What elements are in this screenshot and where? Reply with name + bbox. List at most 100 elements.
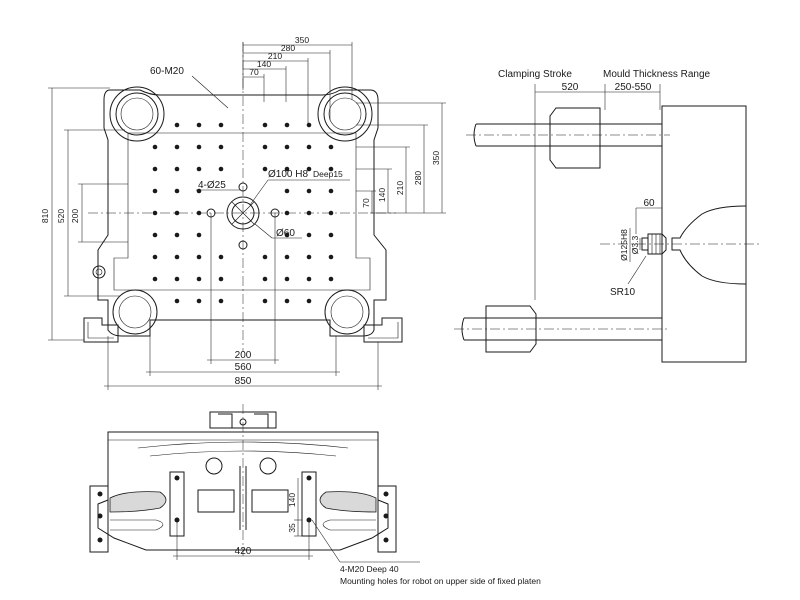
m20-hole (174, 166, 180, 172)
dim-60: 60 (643, 198, 655, 209)
m20-hole (306, 122, 312, 128)
dim-d125h8: Ø125H8 (619, 229, 629, 261)
m20-hole (284, 232, 290, 238)
dim-right-210: 210 (395, 181, 405, 195)
m20-hole (306, 188, 312, 194)
central-bore (226, 196, 260, 230)
m20-hole (306, 166, 312, 172)
front-view: 350 280 210 140 70 350 280 210 140 70 (40, 35, 446, 390)
m20-hole (152, 254, 158, 260)
m20-hole (196, 144, 202, 150)
m20-hole (284, 298, 290, 304)
m20-hole (196, 254, 202, 260)
m20-hole (328, 166, 334, 172)
dim-width-560: 560 (235, 362, 252, 373)
dim-right-70: 70 (361, 198, 371, 208)
m20-hole (152, 144, 158, 150)
tie-bar-top-left (109, 86, 165, 142)
label-clamping-stroke: Clamping Stroke (498, 69, 572, 80)
m20-hole (284, 188, 290, 194)
tie-bar-top-right (317, 86, 373, 142)
m20-hole (306, 232, 312, 238)
m20-hole (218, 298, 224, 304)
m20-hole (262, 254, 268, 260)
m20-hole (152, 232, 158, 238)
m20-hole (306, 298, 312, 304)
m20-hole (262, 276, 268, 282)
dim-width-200: 200 (235, 350, 252, 361)
m20-hole (284, 210, 290, 216)
dim-stroke-520: 520 (562, 82, 579, 93)
m20-hole (328, 232, 334, 238)
m20-hole (284, 144, 290, 150)
dim-420: 420 (235, 546, 252, 557)
side-view: Clamping Stroke Mould Thickness Range 52… (454, 69, 760, 363)
m20-hole (174, 276, 180, 282)
top-view: 420 35 140 4-M20 Deep 40 Mounting holes … (89, 404, 541, 586)
dim-top-350: 350 (295, 35, 309, 45)
dim-d3-3: Ø3.3 (630, 236, 640, 255)
m20-hole (196, 276, 202, 282)
m20-hole (218, 254, 224, 260)
bottom-dimensions (104, 213, 382, 390)
dim-140: 140 (287, 493, 297, 507)
dim-top-280: 280 (281, 43, 295, 53)
m20-hole (174, 298, 180, 304)
tie-bar-bottom-right (324, 289, 370, 335)
dim-top-70: 70 (249, 67, 259, 77)
dim-right-140: 140 (377, 188, 387, 202)
dim-height-520: 520 (56, 209, 66, 223)
platen-face (113, 132, 371, 291)
m20-hole (306, 210, 312, 216)
m20-hole (152, 276, 158, 282)
m20-hole (174, 232, 180, 238)
m20-hole (152, 188, 158, 194)
caption-mounting-holes: Mounting holes for robot on upper side o… (340, 576, 541, 586)
fixed-platen (600, 105, 760, 363)
m20-hole (306, 144, 312, 150)
dim-width-850: 850 (235, 376, 252, 387)
label-mould-thickness: Mould Thickness Range (603, 69, 711, 80)
m20-hole (196, 166, 202, 172)
dim-35: 35 (287, 523, 297, 533)
m20-hole (174, 122, 180, 128)
m20-hole (262, 298, 268, 304)
m20-hole (328, 144, 334, 150)
m20-hole (284, 166, 290, 172)
m20-hole (328, 210, 334, 216)
dim-height-200: 200 (70, 209, 80, 223)
m20-hole (174, 188, 180, 194)
m20-hole (262, 166, 268, 172)
foot-right (363, 317, 403, 343)
m20-hole (174, 210, 180, 216)
m20-hole (284, 122, 290, 128)
m20-hole (284, 276, 290, 282)
foot-left (83, 317, 119, 343)
m20-hole (218, 166, 224, 172)
left-dimensions (48, 87, 128, 341)
label-4-m20: 4-M20 Deep 40 (340, 564, 399, 574)
label-bore: Ø100 H8 (268, 169, 308, 180)
m20-hole (328, 254, 334, 260)
m20-hole (152, 166, 158, 172)
m20-hole (284, 254, 290, 260)
platen-outline (97, 89, 387, 337)
dim-height-810: 810 (40, 209, 50, 223)
label-d60: Ø60 (276, 228, 295, 239)
m20-hole (218, 122, 224, 128)
m20-hole (328, 276, 334, 282)
m20-hole (174, 254, 180, 260)
m20-hole-grid (152, 122, 334, 304)
m20-hole (196, 298, 202, 304)
m20-hole (196, 122, 202, 128)
m20-hole (218, 144, 224, 150)
m20-hole (196, 232, 202, 238)
right-dimensions (356, 102, 446, 214)
tie-bar-bottom-left (112, 289, 158, 335)
dim-right-350: 350 (431, 151, 441, 165)
m20-hole (174, 144, 180, 150)
dim-right-280: 280 (413, 171, 423, 185)
top-dimensions (242, 42, 353, 125)
dim-sr10: SR10 (610, 287, 635, 298)
